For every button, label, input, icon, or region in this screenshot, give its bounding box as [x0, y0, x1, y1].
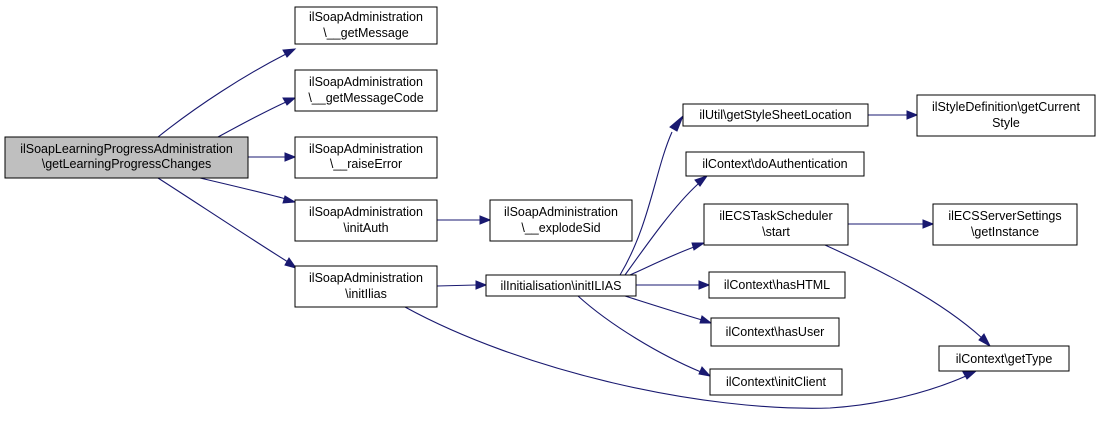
node-label-line1: ilSoapAdministration	[309, 10, 423, 24]
node-ecsserversettings-getinstance[interactable]: ilECSServerSettings \getInstance	[932, 203, 1078, 246]
edge-initilias2-initclient	[577, 295, 702, 373]
edge-arrow	[978, 333, 992, 348]
edge-arrow	[479, 215, 492, 225]
edge-ecsstart-gettype	[824, 244, 983, 339]
edge-initilias2-hasuser	[624, 295, 703, 321]
edge-initilias2-stylesheet	[619, 131, 673, 276]
node-label-line2: \getInstance	[971, 225, 1039, 239]
node-initilias[interactable]: ilSoapAdministration \initIlias	[294, 265, 438, 308]
node-label-line2: \__getMessage	[323, 26, 409, 40]
node-hasuser[interactable]: ilContext\hasUser	[710, 317, 840, 347]
edge-arrow	[694, 175, 709, 187]
edge-initilias-initilias2	[436, 284, 477, 287]
node-label-line2: Style	[992, 116, 1020, 130]
node-getmessage[interactable]: ilSoapAdministration \__getMessage	[294, 6, 438, 45]
edge-arrow	[282, 195, 297, 204]
node-label-line1: ilSoapLearningProgressAdministration	[20, 142, 233, 156]
edge-arrow	[284, 152, 297, 162]
edge-arrow	[282, 48, 297, 58]
node-ecstaskscheduler-start[interactable]: ilECSTaskScheduler \start	[703, 203, 849, 246]
node-getcurrentstyle[interactable]: ilStyleDefinition\getCurrent Style	[916, 94, 1096, 137]
node-label-line1: ilSoapAdministration	[309, 271, 423, 285]
edge-root-getmessage	[157, 53, 287, 138]
node-label-line1: ilSoapAdministration	[309, 142, 423, 156]
node-hashtml[interactable]: ilContext\hasHTML	[708, 271, 846, 299]
node-root-getlearningprogresschanges[interactable]: ilSoapLearningProgressAdministration \ge…	[4, 136, 249, 179]
node-label-line2: \initAuth	[343, 221, 388, 235]
node-initclient[interactable]: ilContext\initClient	[709, 368, 843, 396]
edge-arrow	[922, 219, 935, 229]
edge-arrow	[906, 110, 919, 120]
node-label-line1: ilECSTaskScheduler	[719, 209, 832, 223]
node-label-line1: ilInitialisation\initILIAS	[501, 279, 622, 293]
edge-arrow	[669, 115, 684, 132]
node-label-line2: \__getMessageCode	[308, 91, 423, 105]
edge-arrow	[699, 315, 713, 324]
node-getmessagecode[interactable]: ilSoapAdministration \__getMessageCode	[294, 69, 438, 112]
node-label-line1: ilContext\hasHTML	[724, 278, 830, 292]
node-label-line1: ilContext\getType	[956, 352, 1053, 366]
edge-root-initilias	[157, 177, 289, 263]
node-label-line2: \start	[762, 225, 790, 239]
node-initauth[interactable]: ilSoapAdministration \initAuth	[294, 199, 438, 242]
node-label-line2: \getLearningProgressChanges	[42, 157, 212, 171]
node-label-line1: ilECSServerSettings	[948, 209, 1061, 223]
node-label-line1: ilSoapAdministration	[309, 75, 423, 89]
edges	[157, 48, 992, 409]
node-getstylesheetlocation[interactable]: ilUtil\getStyleSheetLocation	[682, 103, 869, 127]
node-gettype[interactable]: ilContext\getType	[938, 345, 1070, 372]
node-label-line1: ilContext\hasUser	[726, 325, 825, 339]
edge-arrow	[282, 97, 297, 106]
node-explodesid[interactable]: ilSoapAdministration \__explodeSid	[489, 199, 633, 242]
node-label-line2: \__raiseError	[330, 157, 402, 171]
node-label-line1: ilUtil\getStyleSheetLocation	[699, 108, 851, 122]
edge-arrow	[691, 242, 706, 251]
node-label-line1: ilContext\initClient	[726, 375, 827, 389]
node-label-line2: \initIlias	[345, 287, 387, 301]
node-doauthentication[interactable]: ilContext\doAuthentication	[685, 151, 865, 177]
edge-arrow	[284, 257, 298, 269]
node-label-line2: \__explodeSid	[521, 221, 600, 235]
node-label-line1: ilStyleDefinition\getCurrent	[932, 100, 1081, 114]
edge-arrow	[962, 370, 978, 380]
node-initialisation-initilias[interactable]: ilInitialisation\initILIAS	[485, 274, 637, 297]
node-raiseerror[interactable]: ilSoapAdministration \__raiseError	[294, 136, 438, 179]
edge-arrow	[475, 280, 488, 290]
edge-arrow	[698, 280, 711, 290]
edge-root-initauth	[199, 177, 287, 200]
edge-arrow	[698, 366, 712, 377]
node-label-line1: ilContext\doAuthentication	[702, 157, 847, 171]
node-label-line1: ilSoapAdministration	[309, 205, 423, 219]
edge-initilias2-doauth	[624, 183, 699, 276]
edge-root-getmessagecode	[217, 101, 287, 138]
edge-initilias2-ecsstart	[629, 246, 695, 276]
edge-initilias-gettype	[404, 306, 967, 409]
node-label-line1: ilSoapAdministration	[504, 205, 618, 219]
